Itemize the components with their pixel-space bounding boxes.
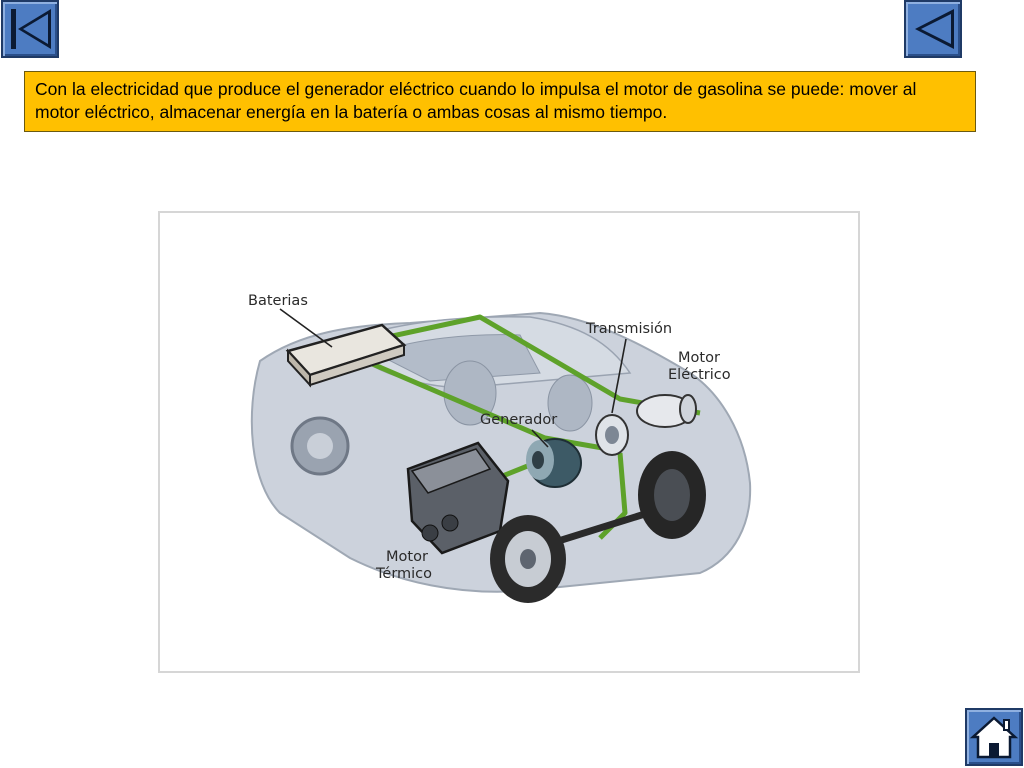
caption-text: Con la electricidad que produce el gener… xyxy=(35,79,917,122)
rear-wheel-hub xyxy=(307,433,333,459)
electric-motor xyxy=(636,394,697,428)
caption-box: Con la electricidad que produce el gener… xyxy=(24,71,976,132)
label-motor-electrico-1: Motor xyxy=(678,350,720,366)
front-wheel-right xyxy=(638,451,706,539)
label-generador: Generador xyxy=(480,412,557,428)
battery-pack xyxy=(285,323,407,388)
generator xyxy=(526,438,582,488)
thermal-engine xyxy=(406,441,510,555)
car-seat xyxy=(547,374,593,432)
first-slide-button[interactable] xyxy=(1,0,59,58)
previous-slide-button[interactable] xyxy=(904,0,962,58)
first-slide-icon xyxy=(11,9,51,49)
label-baterias: Baterias xyxy=(248,293,308,309)
transmission xyxy=(595,414,629,456)
leader-lines xyxy=(279,308,627,448)
label-motor-electrico-2: Eléctrico xyxy=(668,367,731,383)
hybrid-car-illustration: Baterias Transmisión Motor Eléctrico Gen… xyxy=(248,293,752,603)
label-motor-termico-2: Térmico xyxy=(375,566,432,582)
label-motor-termico-1: Motor xyxy=(386,549,428,565)
front-wheel-left xyxy=(490,515,566,603)
home-icon xyxy=(969,716,1019,759)
home-button[interactable] xyxy=(965,708,1023,766)
label-transmision: Transmisión xyxy=(585,321,672,337)
previous-slide-icon xyxy=(915,9,954,49)
hybrid-car-diagram: Baterias Transmisión Motor Eléctrico Gen… xyxy=(158,211,860,673)
